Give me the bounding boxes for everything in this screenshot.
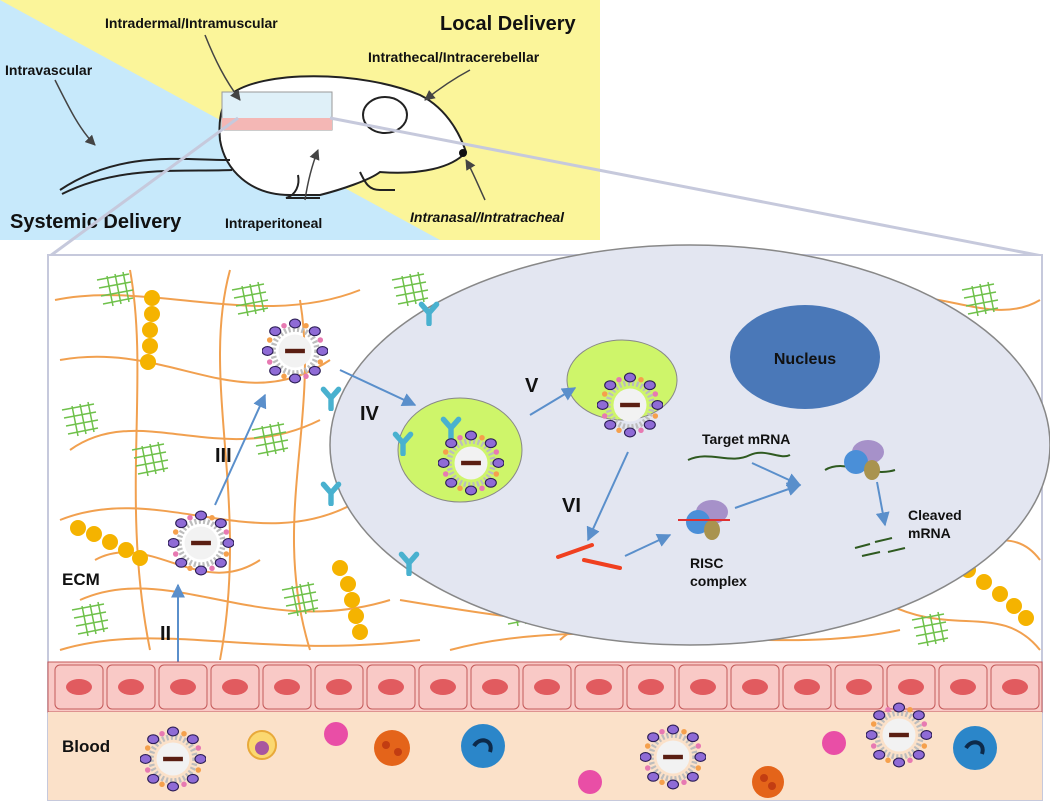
step-vi-label: VI	[562, 495, 581, 517]
endothelial-nucleus	[950, 679, 976, 695]
intradermal-label: Intradermal/Intramuscular	[105, 15, 278, 31]
cleaved-mrna-label: mRNA	[908, 525, 951, 541]
endothelial-cell	[314, 664, 364, 710]
nucleus	[730, 305, 880, 409]
endothelial-nucleus	[430, 679, 456, 695]
cleaved-label: Cleaved	[908, 507, 962, 523]
risc-complex-label: complex	[690, 573, 747, 589]
magnification-lines	[49, 116, 1043, 258]
endothelial-cell	[938, 664, 988, 710]
endothelial-cell	[522, 664, 572, 710]
endothelial-nucleus	[482, 679, 508, 695]
tissue-panel: Nucleus	[47, 244, 1050, 801]
ecm-label: ECM	[62, 570, 100, 589]
endothelial-cell	[626, 664, 676, 710]
sirna-fragments	[556, 543, 622, 570]
endothelial-nucleus	[586, 679, 612, 695]
intravascular-label: Intravascular	[5, 62, 93, 78]
endothelial-nucleus	[170, 679, 196, 695]
endothelial-cell	[54, 664, 104, 710]
risc-complex-icon	[678, 500, 730, 540]
endothelial-cell	[730, 664, 780, 710]
endothelial-nucleus	[118, 679, 144, 695]
endothelial-nucleus	[898, 679, 924, 695]
endothelial-cell	[678, 664, 728, 710]
early-endosome	[397, 397, 523, 503]
endothelial-cell	[366, 664, 416, 710]
nucleus-label: Nucleus	[774, 351, 836, 368]
risc-label: RISC	[690, 555, 723, 571]
intrathecal-label: Intrathecal/Intracerebellar	[368, 49, 540, 65]
delivery-panel: Local Delivery Systemic Delivery Intrade…	[0, 0, 600, 240]
step-iii-label: III	[215, 445, 232, 467]
endothelial-nucleus	[274, 679, 300, 695]
step-ii-label: II	[160, 623, 171, 645]
delivery-site-stripe	[222, 118, 332, 130]
endothelial-nucleus	[326, 679, 352, 695]
bound-risc-icon	[824, 440, 896, 480]
target-mrna-label: Target mRNA	[702, 431, 790, 447]
step-v-label: V	[525, 375, 539, 397]
endothelial-nucleus	[534, 679, 560, 695]
mouse-nose	[459, 149, 467, 157]
blood-cells	[247, 722, 997, 798]
endothelial-cell	[418, 664, 468, 710]
endothelial-cell	[470, 664, 520, 710]
endothelial-nucleus	[742, 679, 768, 695]
cleaved-mrna-fragments	[854, 537, 906, 557]
late-endosome	[566, 339, 678, 421]
endothelial-cell	[574, 664, 624, 710]
endothelial-cell	[990, 664, 1040, 710]
route-arrows	[54, 34, 486, 201]
endothelial-nucleus	[222, 679, 248, 695]
endothelial-nucleus	[1002, 679, 1028, 695]
target-mrna-strand	[687, 451, 791, 461]
endothelial-cell	[782, 664, 832, 710]
intranasal-label: Intranasal/Intratracheal	[410, 209, 565, 225]
step-iv-label: IV	[360, 403, 380, 425]
endothelial-cell	[834, 664, 884, 710]
blood-label: Blood	[62, 737, 110, 756]
intraperitoneal-label: Intraperitoneal	[225, 215, 322, 231]
endothelial-cell	[158, 664, 208, 710]
endothelial-nucleus	[638, 679, 664, 695]
endothelial-nucleus	[794, 679, 820, 695]
endothelial-nucleus	[690, 679, 716, 695]
endothelial-nucleus	[66, 679, 92, 695]
endothelium-layer	[47, 661, 1043, 713]
endothelial-nucleus	[378, 679, 404, 695]
endothelial-cell	[210, 664, 260, 710]
endothelial-cell	[106, 664, 156, 710]
endothelial-cell	[262, 664, 312, 710]
endothelial-nucleus	[846, 679, 872, 695]
local-delivery-label: Local Delivery	[440, 13, 577, 35]
